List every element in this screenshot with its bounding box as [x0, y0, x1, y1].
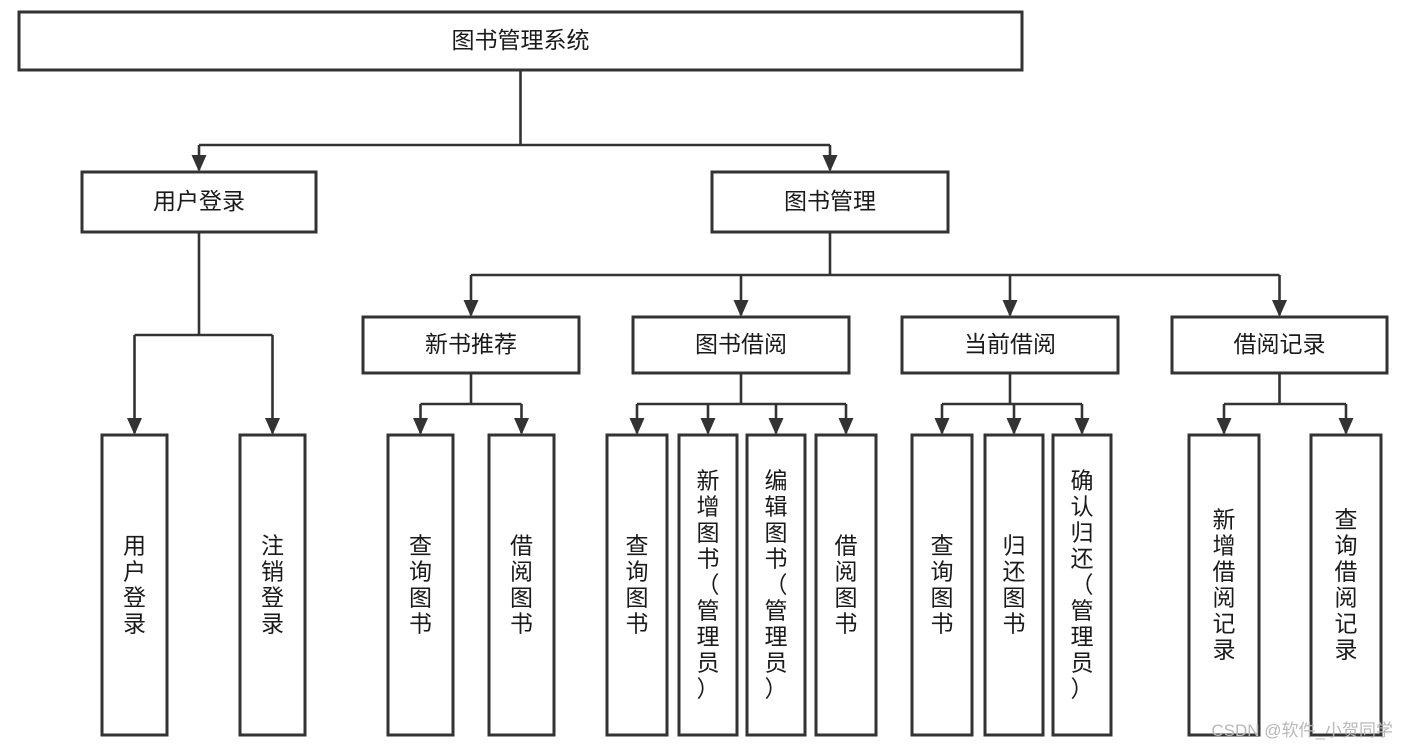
node-label: 新书推荐 [425, 331, 517, 357]
node-leaf-return-book[interactable]: 归还图书 [983, 433, 1045, 737]
arrow-head-icon [1006, 418, 1022, 435]
node-box [814, 433, 878, 737]
arrow-head-icon [1002, 300, 1018, 317]
node-box [710, 170, 950, 234]
node-label: 图书借阅 [695, 331, 787, 357]
node-box [1187, 433, 1261, 737]
arrow-head-icon [768, 418, 784, 435]
node-box [1051, 433, 1113, 737]
node-label: 借阅图书 [510, 532, 533, 636]
node-box [900, 315, 1120, 375]
node-label: 注销登录 [261, 532, 284, 636]
arrow-head-icon [1216, 418, 1232, 435]
arrow-head-icon [629, 418, 645, 435]
node-new-book-recommend[interactable]: 新书推荐 [361, 315, 581, 375]
node-box [677, 433, 739, 737]
node-label: 查询图书 [409, 532, 432, 636]
arrow-head-icon [733, 300, 749, 317]
node-book-management[interactable]: 图书管理 [710, 170, 950, 234]
node-label: 图书管理系统 [452, 27, 590, 53]
node-label: 归还图书 [1003, 532, 1026, 636]
arrow-head-icon [463, 300, 479, 317]
node-layer: 图书管理系统用户登录图书管理新书推荐图书借阅当前借阅借阅记录用户登录注销登录查询… [17, 10, 1389, 737]
arrow-head-icon [838, 418, 854, 435]
node-leaf-query-book-current[interactable]: 查询图书 [910, 433, 974, 737]
node-box [238, 433, 307, 737]
node-box [745, 433, 807, 737]
node-user-login[interactable]: 用户登录 [80, 170, 318, 234]
arrow-head-icon [1338, 418, 1354, 435]
arrow-head-icon [191, 155, 207, 172]
node-label: 查询图书 [931, 532, 954, 636]
arrow-head-icon [822, 155, 838, 172]
node-box [361, 315, 581, 375]
node-leaf-edit-book-admin[interactable]: 编辑图书（管理员） [745, 433, 807, 737]
node-leaf-add-book-admin[interactable]: 新增图书（管理员） [677, 433, 739, 737]
node-label: 当前借阅 [964, 331, 1056, 357]
node-leaf-borrow-book[interactable]: 借阅图书 [814, 433, 878, 737]
node-label: 借阅记录 [1234, 331, 1326, 357]
node-leaf-borrow-book-recommend[interactable]: 借阅图书 [487, 433, 556, 737]
node-box [1309, 433, 1383, 737]
node-box [983, 433, 1045, 737]
node-leaf-add-borrow-record[interactable]: 新增借阅记录 [1187, 433, 1261, 737]
node-box [100, 433, 169, 737]
arrow-head-icon [934, 418, 950, 435]
arrow-head-icon [1074, 418, 1090, 435]
node-label: 查询借阅记录 [1335, 506, 1358, 662]
arrow-head-icon [514, 418, 529, 435]
connector-layer [127, 70, 1354, 435]
node-label: 借阅图书 [835, 532, 858, 636]
node-box [80, 170, 318, 234]
arrow-head-icon [1272, 300, 1287, 317]
node-leaf-logout[interactable]: 注销登录 [238, 433, 307, 737]
node-box [487, 433, 556, 737]
arrow-head-icon [265, 418, 280, 435]
node-label: 新增图书（管理员） [697, 467, 720, 701]
node-borrow-record[interactable]: 借阅记录 [1170, 315, 1389, 375]
node-root[interactable]: 图书管理系统 [17, 10, 1024, 72]
node-box [1170, 315, 1389, 375]
node-label: 图书管理 [784, 188, 876, 214]
csdn-watermark: CSDN @软件_小贺同学 [1211, 721, 1393, 740]
node-box [631, 315, 851, 375]
node-box [605, 433, 669, 737]
node-leaf-query-book-recommend[interactable]: 查询图书 [386, 433, 455, 737]
node-leaf-query-book-borrow[interactable]: 查询图书 [605, 433, 669, 737]
node-box [17, 10, 1024, 72]
node-current-borrow[interactable]: 当前借阅 [900, 315, 1120, 375]
node-label: 编辑图书（管理员） [765, 467, 788, 701]
node-label: 确认归还（管理员） [1071, 467, 1094, 701]
node-box [910, 433, 974, 737]
node-label: 新增借阅记录 [1213, 506, 1236, 662]
node-box [386, 433, 455, 737]
node-leaf-confirm-return-admin[interactable]: 确认归还（管理员） [1051, 433, 1113, 737]
node-leaf-user-login[interactable]: 用户登录 [100, 433, 169, 737]
node-label: 用户登录 [153, 188, 245, 214]
node-book-borrow[interactable]: 图书借阅 [631, 315, 851, 375]
arrow-head-icon [127, 418, 142, 435]
node-leaf-query-borrow-record[interactable]: 查询借阅记录 [1309, 433, 1383, 737]
arrow-head-icon [700, 418, 716, 435]
node-label: 查询图书 [626, 532, 649, 636]
node-label: 用户登录 [123, 532, 146, 636]
arrow-head-icon [413, 418, 428, 435]
